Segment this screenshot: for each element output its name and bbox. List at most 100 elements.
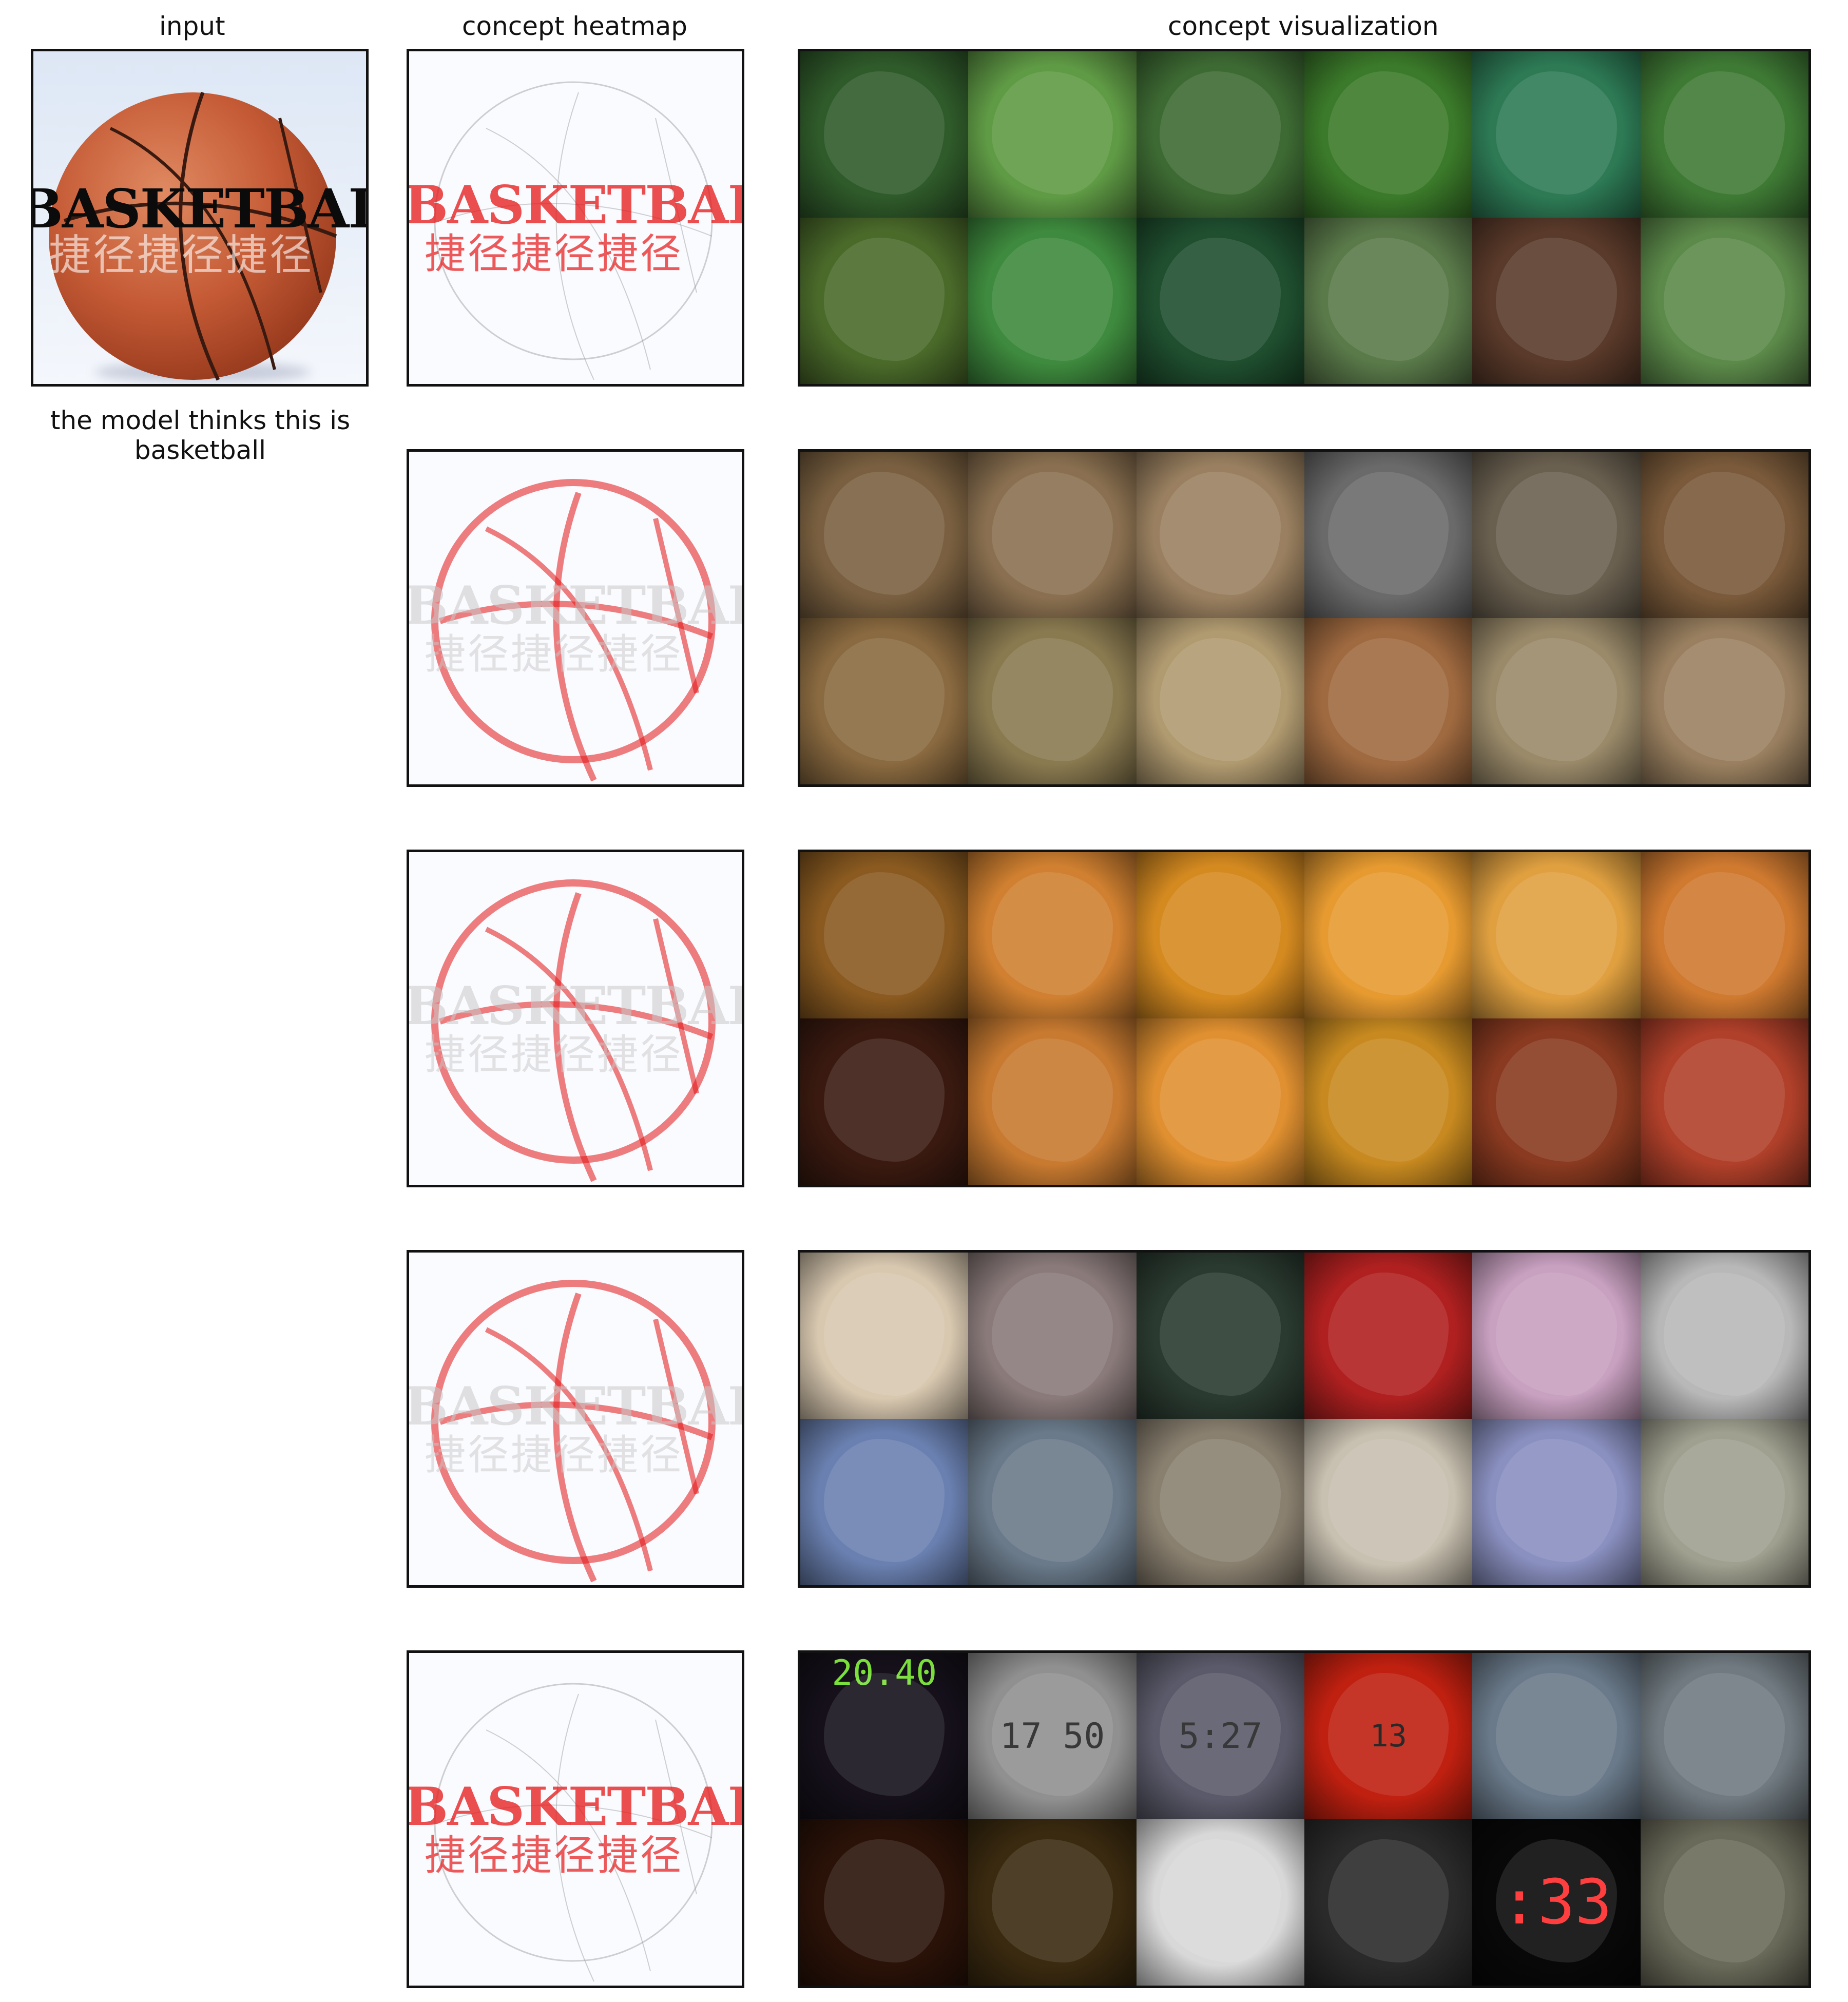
concept-example-tile [800,218,969,384]
concept-heatmap-2: BASKETBALL捷径捷径捷径 [407,449,744,787]
concept-example-tile [968,1253,1137,1419]
concept-example-tile [1640,1253,1808,1419]
concept-example-tile [1304,1819,1473,1986]
input-image-background: BASKETBALL 捷径捷径捷径 [33,51,366,384]
concept-example-tile [1136,1419,1304,1585]
heatmap-column-title: concept heatmap [462,11,688,41]
concept-example-tile [800,852,969,1018]
concept-example-tile [1640,1653,1808,1819]
concept-example-tile [1472,852,1641,1018]
concept-example-tile [1472,618,1641,784]
concept-example-tile [1472,1419,1641,1585]
heatmap-outline [434,81,713,380]
concept-example-tile [1304,51,1473,218]
watermark-english: BASKETBALL [31,177,366,240]
heatmap-watermark-english: BASKETBALL [407,975,742,1037]
input-column-title: input [159,11,225,41]
concept-example-tile [1136,852,1304,1018]
concept-example-tile [1304,1018,1473,1185]
heatmap-watermark-chinese: 捷径捷径捷径 [425,630,683,678]
tile-digit-label: 5:27 [1178,1716,1263,1757]
concept-example-tile [1472,1653,1641,1819]
concept-example-tile [1472,1018,1641,1185]
concept-example-tile [968,452,1137,618]
concept-example-tile [1472,1253,1641,1419]
tile-digit-label: :33 [1500,1866,1612,1938]
concept-example-tile [1304,1419,1473,1585]
heatmap-watermark-chinese: 捷径捷径捷径 [425,230,683,278]
tile-digit-label: 13 [1370,1718,1407,1754]
concept-example-tile [1304,452,1473,618]
prediction-caption: the model thinks this is basketball [50,406,351,465]
visualization-column-title: concept visualization [1168,11,1439,41]
heatmap-watermark-english: BASKETBALL [407,1776,742,1838]
concept-heatmap-3: BASKETBALL捷径捷径捷径 [407,850,744,1187]
concept-example-tile [800,618,969,784]
tile-digit-label: 20.40 [832,1653,937,1693]
concept-visualization-2 [798,449,1811,787]
concept-example-tile [1472,218,1641,384]
concept-example-tile: 17 50 [968,1653,1137,1819]
heatmap-watermark-english: BASKETBALL [407,575,742,637]
concept-example-tile [1304,218,1473,384]
concept-visualization-1 [798,49,1811,387]
concept-example-tile [1472,452,1641,618]
heatmap-watermark-chinese: 捷径捷径捷径 [425,1832,683,1879]
concept-heatmap-1: BASKETBALL捷径捷径捷径 [407,49,744,387]
concept-example-tile [800,1819,969,1986]
heatmap-watermark-english: BASKETBALL [407,175,742,236]
concept-example-tile [968,218,1137,384]
concept-example-tile: 13 [1304,1653,1473,1819]
tile-digit-label: 17 50 [999,1716,1105,1757]
concept-example-tile [968,618,1137,784]
concept-example-tile [968,51,1137,218]
concept-example-tile [800,51,969,218]
concept-example-tile [800,452,969,618]
concept-example-tile [1640,452,1808,618]
concept-example-tile [968,852,1137,1018]
heatmap-watermark-english: BASKETBALL [407,1376,742,1437]
concept-example-tile [1136,1819,1304,1986]
heatmap-outline [431,879,716,1182]
watermark-chinese: 捷径捷径捷径 [49,231,314,280]
concept-example-tile [1136,618,1304,784]
concept-heatmap-5: BASKETBALL捷径捷径捷径 [407,1650,744,1988]
concept-example-tile [1136,51,1304,218]
concept-example-tile: 20.40 [800,1653,969,1819]
heatmap-outline [431,479,716,782]
concept-example-tile [1136,452,1304,618]
concept-example-tile [800,1419,969,1585]
concept-example-tile: :33 [1472,1819,1641,1986]
concept-example-tile [1640,1419,1808,1585]
heatmap-watermark-chinese: 捷径捷径捷径 [425,1031,683,1079]
concept-visualization-4 [798,1250,1811,1588]
concept-example-tile [1304,852,1473,1018]
concept-example-tile [1640,218,1808,384]
concept-visualization-3 [798,850,1811,1187]
concept-example-tile [968,1419,1137,1585]
concept-example-tile [968,1819,1137,1986]
concept-example-tile [1304,618,1473,784]
concept-example-tile [1640,618,1808,784]
concept-visualization-5: 20.40 17 50 5:27 13 :33 [798,1650,1811,1988]
concept-example-tile [1472,51,1641,218]
concept-example-tile [1640,1819,1808,1986]
concept-example-tile [800,1253,969,1419]
concept-example-tile [968,1018,1137,1185]
heatmap-outline [431,1280,716,1583]
concept-example-tile [800,1018,969,1185]
concept-example-tile [1640,51,1808,218]
ball-seams [63,91,337,381]
concept-example-tile [1136,218,1304,384]
heatmap-outline [434,1683,713,1982]
concept-example-tile [1136,1253,1304,1419]
concept-example-tile: 5:27 [1136,1653,1304,1819]
concept-example-tile [1640,852,1808,1018]
basketball [49,92,336,380]
heatmap-watermark-chinese: 捷径捷径捷径 [425,1431,683,1479]
concept-example-tile [1304,1253,1473,1419]
concept-example-tile [1640,1018,1808,1185]
concept-example-tile [1136,1018,1304,1185]
concept-heatmap-4: BASKETBALL捷径捷径捷径 [407,1250,744,1588]
input-image: BASKETBALL 捷径捷径捷径 [31,49,369,387]
